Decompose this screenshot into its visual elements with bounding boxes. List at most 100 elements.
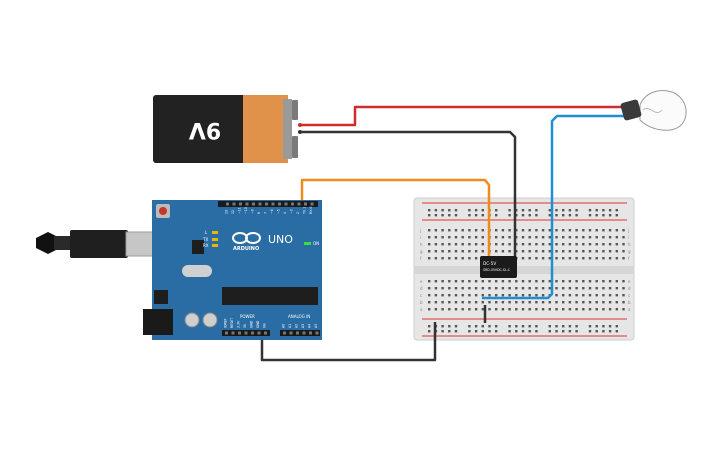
rail-hole[interactable] [454, 330, 458, 333]
terminal-hole[interactable] [575, 257, 578, 260]
terminal-hole[interactable] [448, 308, 451, 311]
terminal-hole[interactable] [508, 280, 511, 283]
rail-hole[interactable] [562, 214, 565, 217]
terminal-hole[interactable] [428, 294, 431, 297]
rail-hole[interactable] [595, 209, 598, 212]
terminal-hole[interactable] [428, 280, 431, 283]
rail-hole[interactable] [588, 209, 592, 212]
terminal-hole[interactable] [495, 308, 498, 311]
wire-red-battery-to-bulb[interactable] [300, 105, 625, 127]
rail-hole[interactable] [515, 214, 518, 217]
terminal-hole[interactable] [602, 229, 605, 232]
terminal-hole[interactable] [441, 294, 444, 297]
digital-pin[interactable] [239, 202, 242, 206]
terminal-hole[interactable] [495, 250, 498, 253]
terminal-hole[interactable] [548, 250, 551, 253]
terminal-hole[interactable] [448, 257, 451, 260]
terminal-hole[interactable] [535, 250, 538, 253]
terminal-hole[interactable] [602, 257, 605, 260]
power-pin[interactable] [231, 331, 235, 335]
terminal-hole[interactable] [541, 257, 545, 260]
rail-hole[interactable] [602, 214, 605, 217]
power-pin[interactable] [257, 331, 261, 335]
battery-terminal-negative[interactable] [292, 136, 298, 158]
terminal-hole[interactable] [454, 294, 458, 297]
terminal-hole[interactable] [441, 229, 444, 232]
rail-hole[interactable] [454, 209, 458, 212]
terminal-hole[interactable] [622, 301, 625, 304]
terminal-hole[interactable] [448, 250, 451, 253]
battery-9v[interactable]: 9V [153, 95, 302, 163]
terminal-hole[interactable] [555, 257, 558, 260]
rail-hole[interactable] [481, 214, 484, 217]
rail-hole[interactable] [575, 330, 578, 333]
digital-pin[interactable] [258, 202, 262, 206]
rail-hole[interactable] [568, 330, 572, 333]
terminal-hole[interactable] [622, 294, 625, 297]
terminal-hole[interactable] [595, 229, 598, 232]
terminal-hole[interactable] [555, 294, 558, 297]
rail-hole[interactable] [528, 330, 531, 333]
terminal-hole[interactable] [568, 243, 572, 246]
terminal-hole[interactable] [461, 294, 464, 297]
terminal-hole[interactable] [428, 243, 431, 246]
terminal-hole[interactable] [535, 236, 538, 239]
terminal-hole[interactable] [454, 229, 458, 232]
rail-hole[interactable] [474, 325, 478, 328]
terminal-hole[interactable] [582, 243, 585, 246]
rail-hole[interactable] [548, 209, 551, 212]
terminal-hole[interactable] [588, 301, 592, 304]
terminal-hole[interactable] [608, 294, 612, 297]
terminal-hole[interactable] [575, 280, 578, 283]
terminal-hole[interactable] [595, 294, 598, 297]
terminal-hole[interactable] [608, 250, 612, 253]
terminal-hole[interactable] [535, 257, 538, 260]
terminal-hole[interactable] [528, 229, 531, 232]
analog-pin[interactable] [283, 331, 286, 335]
rail-hole[interactable] [548, 325, 551, 328]
rail-hole[interactable] [588, 330, 592, 333]
rail-hole[interactable] [474, 214, 478, 217]
rail-hole[interactable] [508, 209, 511, 212]
terminal-hole[interactable] [481, 236, 484, 239]
rail-hole[interactable] [608, 214, 612, 217]
terminal-hole[interactable] [501, 294, 505, 297]
terminal-hole[interactable] [481, 280, 484, 283]
terminal-hole[interactable] [535, 294, 538, 297]
rail-hole[interactable] [535, 214, 538, 217]
rail-hole[interactable] [468, 330, 471, 333]
terminal-hole[interactable] [588, 243, 592, 246]
terminal-hole[interactable] [441, 280, 444, 283]
terminal-hole[interactable] [441, 243, 444, 246]
terminal-hole[interactable] [441, 257, 444, 260]
terminal-hole[interactable] [468, 287, 471, 290]
terminal-hole[interactable] [555, 229, 558, 232]
terminal-hole[interactable] [521, 236, 525, 239]
rail-hole[interactable] [535, 325, 538, 328]
rail-hole[interactable] [568, 209, 572, 212]
terminal-hole[interactable] [428, 229, 431, 232]
terminal-hole[interactable] [582, 287, 585, 290]
wire-orange-pin2-to-relay[interactable] [300, 178, 491, 256]
light-bulb[interactable] [620, 90, 687, 131]
power-pin[interactable] [244, 331, 248, 335]
terminal-hole[interactable] [608, 257, 612, 260]
terminal-hole[interactable] [548, 280, 551, 283]
terminal-hole[interactable] [515, 236, 518, 239]
digital-pin[interactable] [265, 202, 268, 206]
terminal-hole[interactable] [515, 243, 518, 246]
terminal-hole[interactable] [602, 294, 605, 297]
terminal-hole[interactable] [588, 229, 592, 232]
terminal-hole[interactable] [508, 294, 511, 297]
breadboard-holes[interactable] [428, 209, 625, 333]
terminal-hole[interactable] [454, 287, 458, 290]
terminal-hole[interactable] [575, 236, 578, 239]
terminal-hole[interactable] [515, 229, 518, 232]
rail-hole[interactable] [495, 330, 498, 333]
rail-hole[interactable] [608, 330, 612, 333]
power-pin-header[interactable] [222, 330, 270, 336]
terminal-hole[interactable] [582, 257, 585, 260]
terminal-hole[interactable] [428, 236, 431, 239]
terminal-hole[interactable] [488, 287, 491, 290]
